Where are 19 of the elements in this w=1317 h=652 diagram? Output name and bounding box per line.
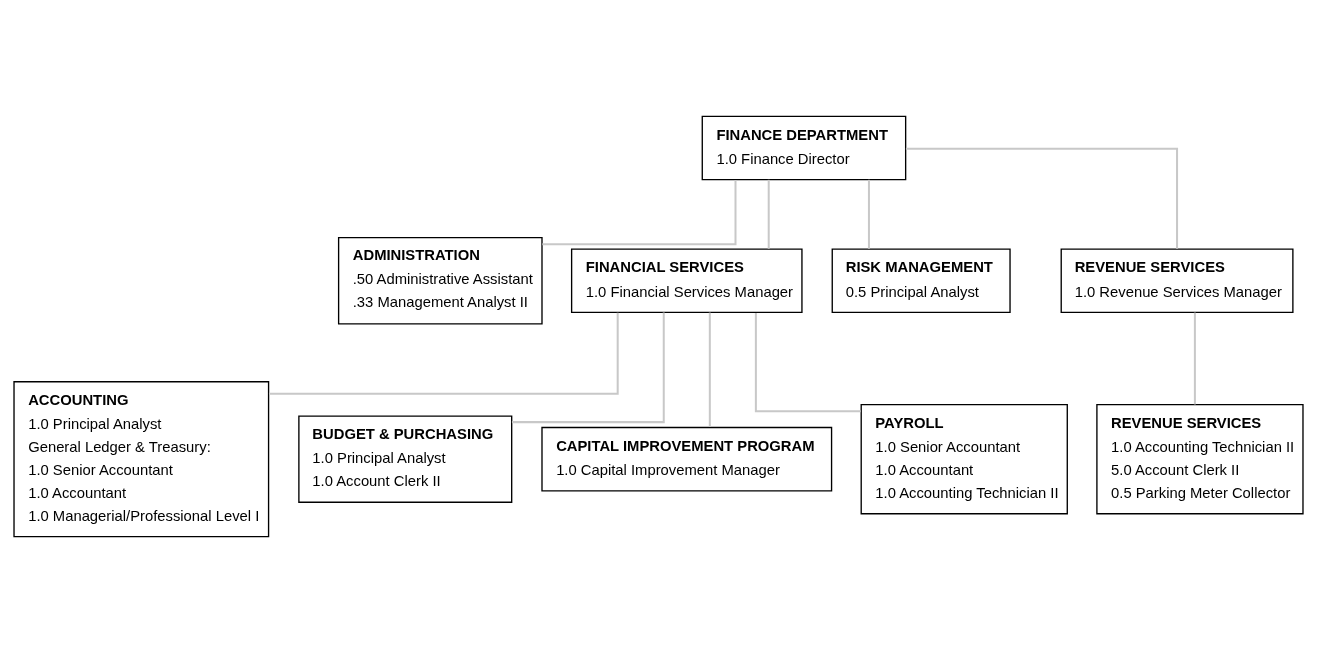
connector <box>905 147 1179 249</box>
node-box: RISK MANAGEMENT 0.5 Principal Analyst <box>831 247 1011 313</box>
connector <box>542 179 737 245</box>
connector <box>708 312 711 427</box>
connector <box>754 312 861 412</box>
node-box: ADMINISTRATION .50 Administrative Assistant .33 Management Analyst II <box>337 236 543 324</box>
connector <box>268 312 619 395</box>
connector <box>1193 312 1196 404</box>
node-box: REVENUE SERVICES 1.0 Accounting Technician II 5.0 Account Clerk II 0.5 Parking Meter Collector <box>1096 403 1304 514</box>
connector <box>511 311 665 423</box>
node-box: REVENUE SERVICES 1.0 Revenue Services Manager <box>1060 247 1294 313</box>
node-box: FINANCE DEPARTMENT 1.0 Finance Director <box>701 115 907 180</box>
connector <box>867 179 870 249</box>
node-box: BUDGET & PURCHASING 1.0 Principal Analyst 1.0 Account Clerk II <box>298 414 513 503</box>
node-box: PAYROLL 1.0 Senior Accountant 1.0 Accountant 1.0 Accounting Technician II <box>860 403 1068 514</box>
node-box: CAPITAL IMPROVEMENT PROGRAM 1.0 Capital Improvement Manager <box>541 426 833 491</box>
node-box: FINANCIAL SERVICES 1.0 Financial Services Manager <box>570 247 803 313</box>
connector <box>767 179 770 249</box>
node-box: ACCOUNTING 1.0 Principal Analyst General Ledger & Treasury: 1.0 Senior Accountant 1.0 Accountant 1.0 Managerial/Professional Level I <box>13 380 270 537</box>
